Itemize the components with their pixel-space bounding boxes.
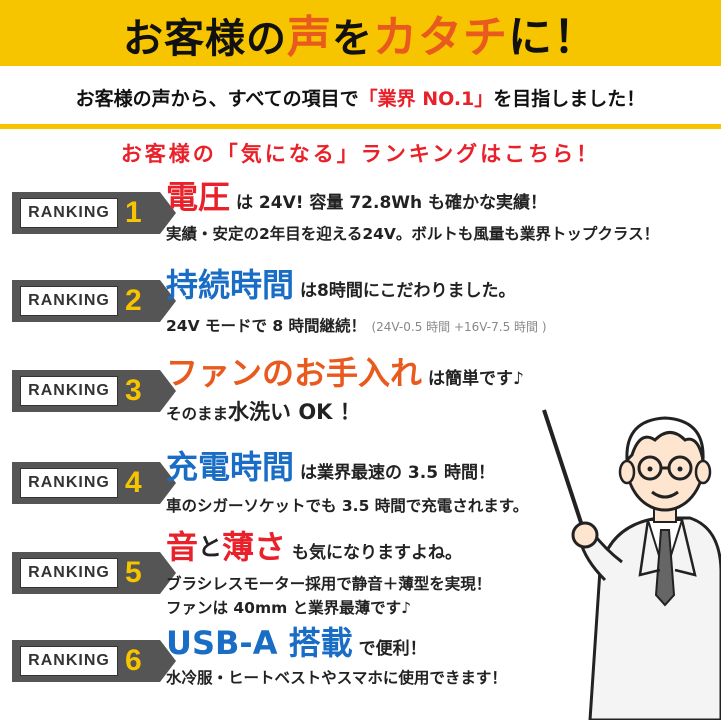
ranking-tag-5: RANKING 5 (12, 552, 176, 594)
ranking-2-desc-note: (24V-0.5 時間 +16V-7.5 時間 ) (371, 320, 547, 334)
ranking-tag-6: RANKING 6 (12, 640, 176, 682)
ear-left (618, 459, 636, 485)
hand (571, 521, 599, 549)
ranking-5-title-a: 音 (166, 528, 199, 566)
ranking-2-title-rest: は8時間にこだわりました。 (300, 281, 516, 301)
header-banner: お客様の声をカタチに！ (0, 0, 721, 66)
lapel-left (638, 519, 661, 577)
lapel-right (674, 519, 697, 577)
ranking-5-desc: ブラシレスモーター採用で静音＋薄型を実現！ (166, 575, 492, 593)
ranking-3-desc-text: そのまま (166, 405, 229, 423)
ranking-tag-2: RANKING 2 (12, 280, 176, 322)
banner-highlight-2: カタチ (373, 12, 508, 63)
ranking-label: RANKING (20, 376, 118, 406)
subtitle-text-end: を目指しました！ (493, 87, 646, 110)
ranking-4-title-main: 充電時間 (166, 448, 295, 486)
subtitle: お客様の声から、すべての項目で「業界 NO.1」を目指しました！ (0, 72, 721, 122)
ranking-2-desc: 24V モードで 8 時間継続！ (24V-0.5 時間 +16V-7.5 時間… (166, 314, 547, 336)
hair (625, 416, 705, 464)
ranking-number: 5 (125, 556, 142, 589)
eye-right (677, 466, 683, 472)
ranking-6-desc: 水冷服・ヒートベストやスマホに使用できます！ (166, 669, 507, 687)
ranking-2-title: 持続時間は8時間にこだわりました。 (166, 268, 516, 302)
ranking-5-title-rest: も気になりますよね。 (292, 543, 463, 563)
banner-text-2: を (332, 16, 373, 62)
ranking-6-title-rest: で便利！ (358, 639, 427, 659)
ranking-3-title-main: ファンのお手入れ (166, 354, 423, 392)
ranking-tag-1: RANKING 1 (12, 192, 176, 234)
banner-text-3: に！ (508, 12, 598, 63)
subtitle-text: お客様の声から、すべての項目で (75, 87, 359, 110)
ranking-label: RANKING (20, 558, 118, 588)
ranking-number: 3 (125, 374, 142, 407)
lab-coat (588, 516, 721, 720)
ear-right (694, 459, 712, 485)
necktie (654, 529, 676, 607)
ranking-4-title-rest: は業界最速の 3.5 時間！ (300, 463, 495, 483)
ranking-2-title-main: 持続時間 (166, 266, 295, 304)
ranking-3-desc-big: 水洗い OK ！ (228, 400, 361, 424)
banner-title: お客様の声をカタチに！ (123, 1, 598, 65)
ranking-number: 2 (125, 284, 142, 317)
ranking-6-title: USB-A 搭載で便利！ (166, 626, 427, 660)
ranking-tag-3: RANKING 3 (12, 370, 176, 412)
ranking-6-title-main: USB-A 搭載 (166, 624, 353, 662)
ranking-label: RANKING (20, 198, 118, 228)
ranking-5-title-mid: と (198, 533, 223, 561)
ranking-label: RANKING (20, 646, 118, 676)
ranking-4-title: 充電時間は業界最速の 3.5 時間！ (166, 450, 495, 484)
ranking-5-title-b: 薄さ (222, 528, 287, 566)
ranking-number: 1 (125, 196, 142, 229)
ranking-1-title: 電圧は 24V! 容量 72.8Wh も確かな実績！ (166, 180, 547, 214)
ranking-2-desc-text: 24V モードで 8 時間継続！ (166, 317, 367, 335)
ranking-label: RANKING (20, 468, 118, 498)
teacher-illustration (542, 409, 721, 720)
ranking-3-desc: そのまま水洗い OK ！ (166, 396, 361, 426)
ranking-3-title-rest: は簡単です♪ (428, 369, 524, 389)
ranking-label: RANKING (20, 286, 118, 316)
divider (0, 124, 721, 129)
smile (651, 490, 679, 499)
ranking-5-title: 音と薄さも気になりますよね。 (166, 530, 462, 564)
ranking-1-title-main: 電圧 (166, 178, 231, 216)
ranking-number: 4 (125, 466, 142, 499)
subtitle-highlight: 「業界 NO.1」 (358, 87, 494, 110)
ranking-tag-4: RANKING 4 (12, 462, 176, 504)
ranking-5-desc-2: ファンは 40mm と業界最薄です♪ (166, 599, 412, 617)
ranking-1-desc: 実績・安定の2年目を迎える24V。ボルトも風量も業界トップクラス！ (166, 225, 660, 243)
banner-text-1: お客様の (123, 16, 287, 62)
ranking-3-title: ファンのお手入れは簡単です♪ (166, 356, 524, 390)
eye-left (647, 466, 653, 472)
ranking-heading: お客様の「気になる」ランキングはこちら！ (120, 142, 601, 166)
ranking-number: 6 (125, 644, 142, 677)
ranking-4-desc: 車のシガーソケットでも 3.5 時間で充電されます。 (166, 497, 529, 515)
ranking-1-title-rest: は 24V! 容量 72.8Wh も確かな実績！ (236, 193, 548, 213)
banner-highlight: 声 (287, 12, 332, 63)
